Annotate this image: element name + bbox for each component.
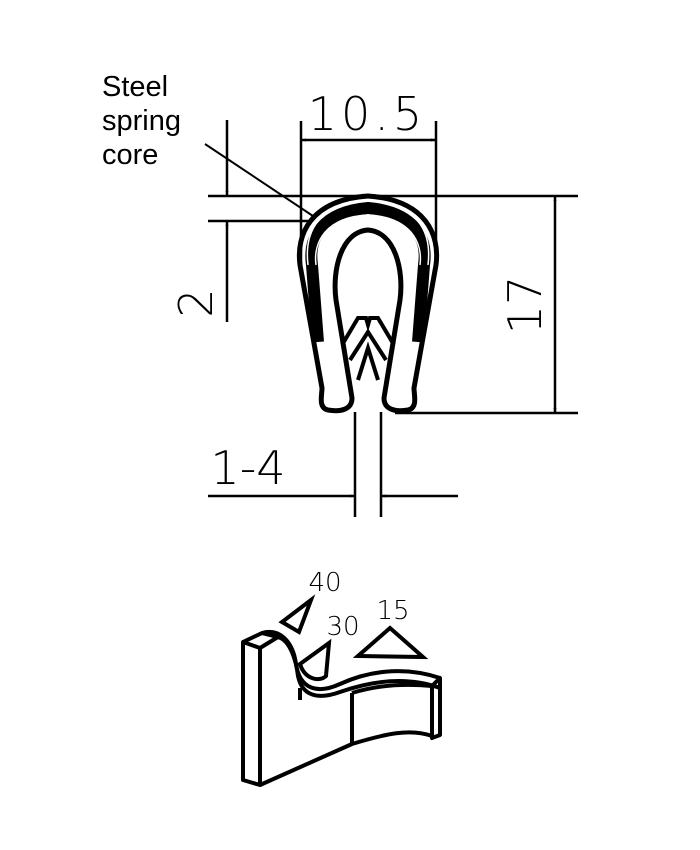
dim-core-text: 2 — [169, 288, 223, 317]
iso-inner-curve — [277, 635, 441, 698]
steel-core-band — [305, 201, 431, 343]
dim-grip-text: 1-4 — [210, 441, 285, 495]
label-line-steel: Steel — [102, 71, 169, 103]
extension-lines — [208, 121, 578, 517]
angle-marker-15 — [352, 625, 429, 660]
iso-left-plate-top — [242, 631, 280, 650]
steel-core-outline — [306, 200, 430, 266]
iso-left-plate — [241, 640, 262, 787]
profile-cross-section — [296, 193, 440, 414]
annotation-leader-line — [204, 143, 317, 219]
angle-marker-40 — [278, 594, 316, 635]
angle-markers — [278, 594, 429, 682]
iso-front-bottom — [259, 730, 433, 787]
label-line-core: core — [102, 139, 159, 171]
steel-spring-core-label: Steel spring core — [102, 70, 181, 172]
isometric-view — [241, 630, 442, 787]
profile-outer-outline — [296, 193, 440, 414]
iso-right-end — [430, 676, 442, 740]
dim-height-text: 17 — [498, 276, 552, 335]
angle-marker-30 — [297, 638, 332, 682]
label-line-spring: spring — [102, 105, 181, 137]
steel-core-inner-outline — [314, 214, 422, 266]
angle-label-15: 15 — [376, 596, 409, 626]
gripping-fins — [340, 316, 396, 381]
angle-label-30: 30 — [326, 612, 359, 642]
angle-label-40: 40 — [308, 568, 341, 598]
dim-width-text: 10.5 — [308, 87, 426, 141]
